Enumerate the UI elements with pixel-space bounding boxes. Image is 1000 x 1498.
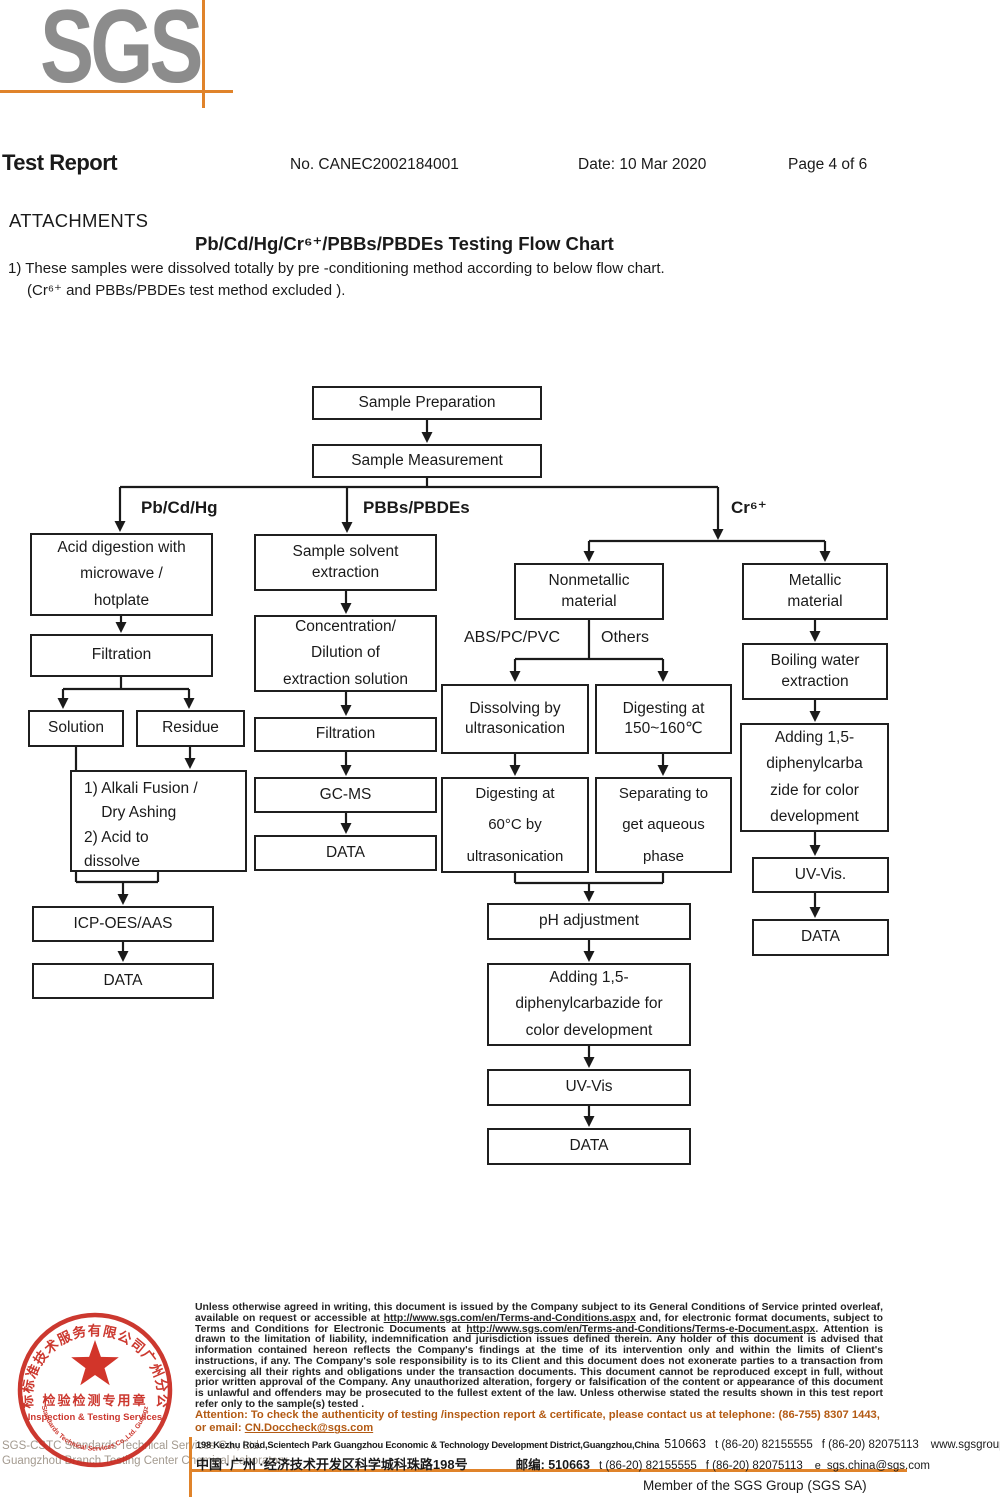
terms-link[interactable]: http://www.sgs.com/en/Terms-and-Conditio…	[383, 1312, 636, 1324]
member-of-sgs-group: Member of the SGS Group (SGS SA)	[643, 1478, 867, 1493]
footer-crosshair-horizontal	[189, 1469, 907, 1472]
branch-label-cr6: Cr⁶⁺	[731, 498, 767, 517]
stamp-circle	[17, 1312, 173, 1468]
stamp-line2: Inspection & Testing Services	[28, 1412, 162, 1423]
address-cn-tel: t (86-20) 82155555	[598, 1460, 697, 1472]
report-date: Date: 10 Mar 2020	[578, 156, 707, 173]
address-cn-fax: f (86-20) 82075113	[705, 1460, 803, 1472]
address-row-cn: 中国 ·广州 ·经济技术开发区科学城科珠路198号 邮编: 510663 t (…	[196, 1454, 996, 1473]
attention-line1: Attention: To check the authenticity of …	[195, 1409, 880, 1421]
flow-node-digesting-150: Digesting at 150~160℃	[595, 684, 732, 754]
note-line-2: (Cr⁶⁺ and PBBs/PBDEs test method exclude…	[27, 282, 346, 299]
flow-node-ph-adjustment: pH adjustment	[487, 903, 691, 940]
flow-node-uv-vis-right: UV-Vis.	[752, 857, 889, 893]
legal-seg1: Unless otherwise agreed in writing, this…	[195, 1302, 883, 1324]
flow-node-icp-oes-aas: ICP-OES/AAS	[32, 906, 214, 942]
flow-node-solvent-extraction: Sample solvent extraction	[254, 534, 437, 591]
flow-chart-title: Pb/Cd/Hg/Cr⁶⁺/PBBs/PBDEs Testing Flow Ch…	[195, 233, 614, 254]
address-en-tel: t (86-20) 82155555	[714, 1439, 813, 1451]
legal-terms-paragraph: Unless otherwise agreed in writing, this…	[195, 1302, 883, 1411]
flow-node-data-right: DATA	[752, 919, 889, 956]
address-cn-postal: 邮编: 510663	[515, 1458, 590, 1472]
flow-node-acid-digestion: Acid digestion with microwave / hotplate	[30, 533, 213, 616]
flow-node-filtration-mid: Filtration	[254, 717, 437, 752]
page-title: Test Report	[2, 150, 118, 175]
flow-node-residue: Residue	[136, 710, 245, 747]
label-others: Others	[601, 629, 650, 646]
address-en-fax: f (86-20) 82075113	[821, 1439, 919, 1451]
page-indicator: Page 4 of 6	[788, 156, 868, 173]
report-number: No. CANEC2002184001	[290, 156, 459, 173]
attention-line2: or email: CN.Doccheck@sgs.com	[195, 1422, 895, 1435]
inspection-stamp: 通标标准技术服务有限公司广州分公司 检验检测专用章 Inspection & T…	[13, 1300, 173, 1468]
flow-node-nonmetallic: Nonmetallic material	[514, 563, 664, 620]
flow-node-data-bottom: DATA	[487, 1128, 691, 1165]
flow-node-uv-vis-mid: UV-Vis	[487, 1069, 691, 1106]
address-row-en: 198 Kezhu Road,Scientech Park Guangzhou …	[196, 1437, 1000, 1451]
flow-node-concentration: Concentration/ Dilution of extraction so…	[254, 615, 437, 692]
note-line-1: 1) These samples were dissolved totally …	[8, 260, 665, 277]
flow-node-adding-dpc-right: Adding 1,5- diphenylcarba zide for color…	[740, 723, 889, 832]
flow-node-boiling-water: Boiling water extraction	[742, 643, 888, 700]
flow-node-gc-ms: GC-MS	[254, 777, 437, 813]
footer-crosshair-vertical	[189, 1437, 192, 1497]
company-name-line: SGS-CSTC Standards Technical Services Co…	[2, 1440, 262, 1452]
flow-node-data-left: DATA	[32, 963, 214, 999]
branch-label-pb-cd-hg: Pb/Cd/Hg	[141, 498, 218, 517]
attention-block: Attention: To check the authenticity of …	[195, 1409, 895, 1436]
stamp-line1: 检验检测专用章	[42, 1393, 147, 1408]
legal-seg2: and, for electronic format documents, su…	[195, 1312, 883, 1335]
flow-node-filtration-left: Filtration	[30, 634, 213, 677]
sgs-logo: SGS	[40, 0, 204, 105]
address-block: 198 Kezhu Road,Scientech Park Guangzhou …	[196, 1437, 1000, 1473]
flow-node-alkali-fusion: 1) Alkali Fusion / Dry Ashing 2) Acid to…	[70, 770, 247, 872]
logo-crosshair-horizontal	[0, 90, 233, 93]
flow-node-data-mid: DATA	[254, 835, 437, 871]
logo-crosshair-vertical	[202, 0, 205, 108]
email-icon-label: e	[814, 1460, 821, 1472]
sgs-china-email-link[interactable]: sgs.china@sgs.com	[826, 1460, 930, 1472]
attention-email-prefix: or email:	[195, 1422, 245, 1435]
terms-e-document-link[interactable]: http://www.sgs.com/en/Terms-and-Conditio…	[466, 1323, 816, 1335]
attachments-heading: ATTACHMENTS	[9, 210, 149, 231]
address-en-street: 198 Kezhu Road,Scientech Park Guangzhou …	[196, 1440, 660, 1450]
flow-node-metallic: Metallic material	[742, 563, 888, 620]
sgs-website-link[interactable]: www.sgsgroup.com.cn	[930, 1439, 1000, 1451]
label-abs-pc-pvc: ABS/PC/PVC	[464, 629, 561, 646]
address-cn-street: 中国 ·广州 ·经济技术开发区科学城科珠路198号	[196, 1457, 468, 1472]
flow-node-sample-preparation: Sample Preparation	[312, 386, 542, 420]
flow-node-solution: Solution	[28, 710, 124, 747]
address-en-postal: 510663	[664, 1437, 706, 1451]
flow-node-separating: Separating to get aqueous phase	[595, 777, 732, 873]
doccheck-email-link[interactable]: CN.Doccheck@sgs.com	[244, 1422, 374, 1435]
legal-seg3: . Attention is drawn to the limitation o…	[195, 1323, 883, 1410]
flow-node-sample-measurement: Sample Measurement	[312, 444, 542, 478]
flow-node-digesting-60: Digesting at 60°C by ultrasonication	[441, 777, 589, 873]
flow-node-dissolving: Dissolving by ultrasonication	[441, 684, 589, 754]
branch-label-pbbs-pbdes: PBBs/PBDEs	[363, 498, 470, 517]
flow-node-adding-dpc-mid: Adding 1,5- diphenylcarbazide for color …	[487, 963, 691, 1046]
stamp-star	[71, 1340, 119, 1386]
